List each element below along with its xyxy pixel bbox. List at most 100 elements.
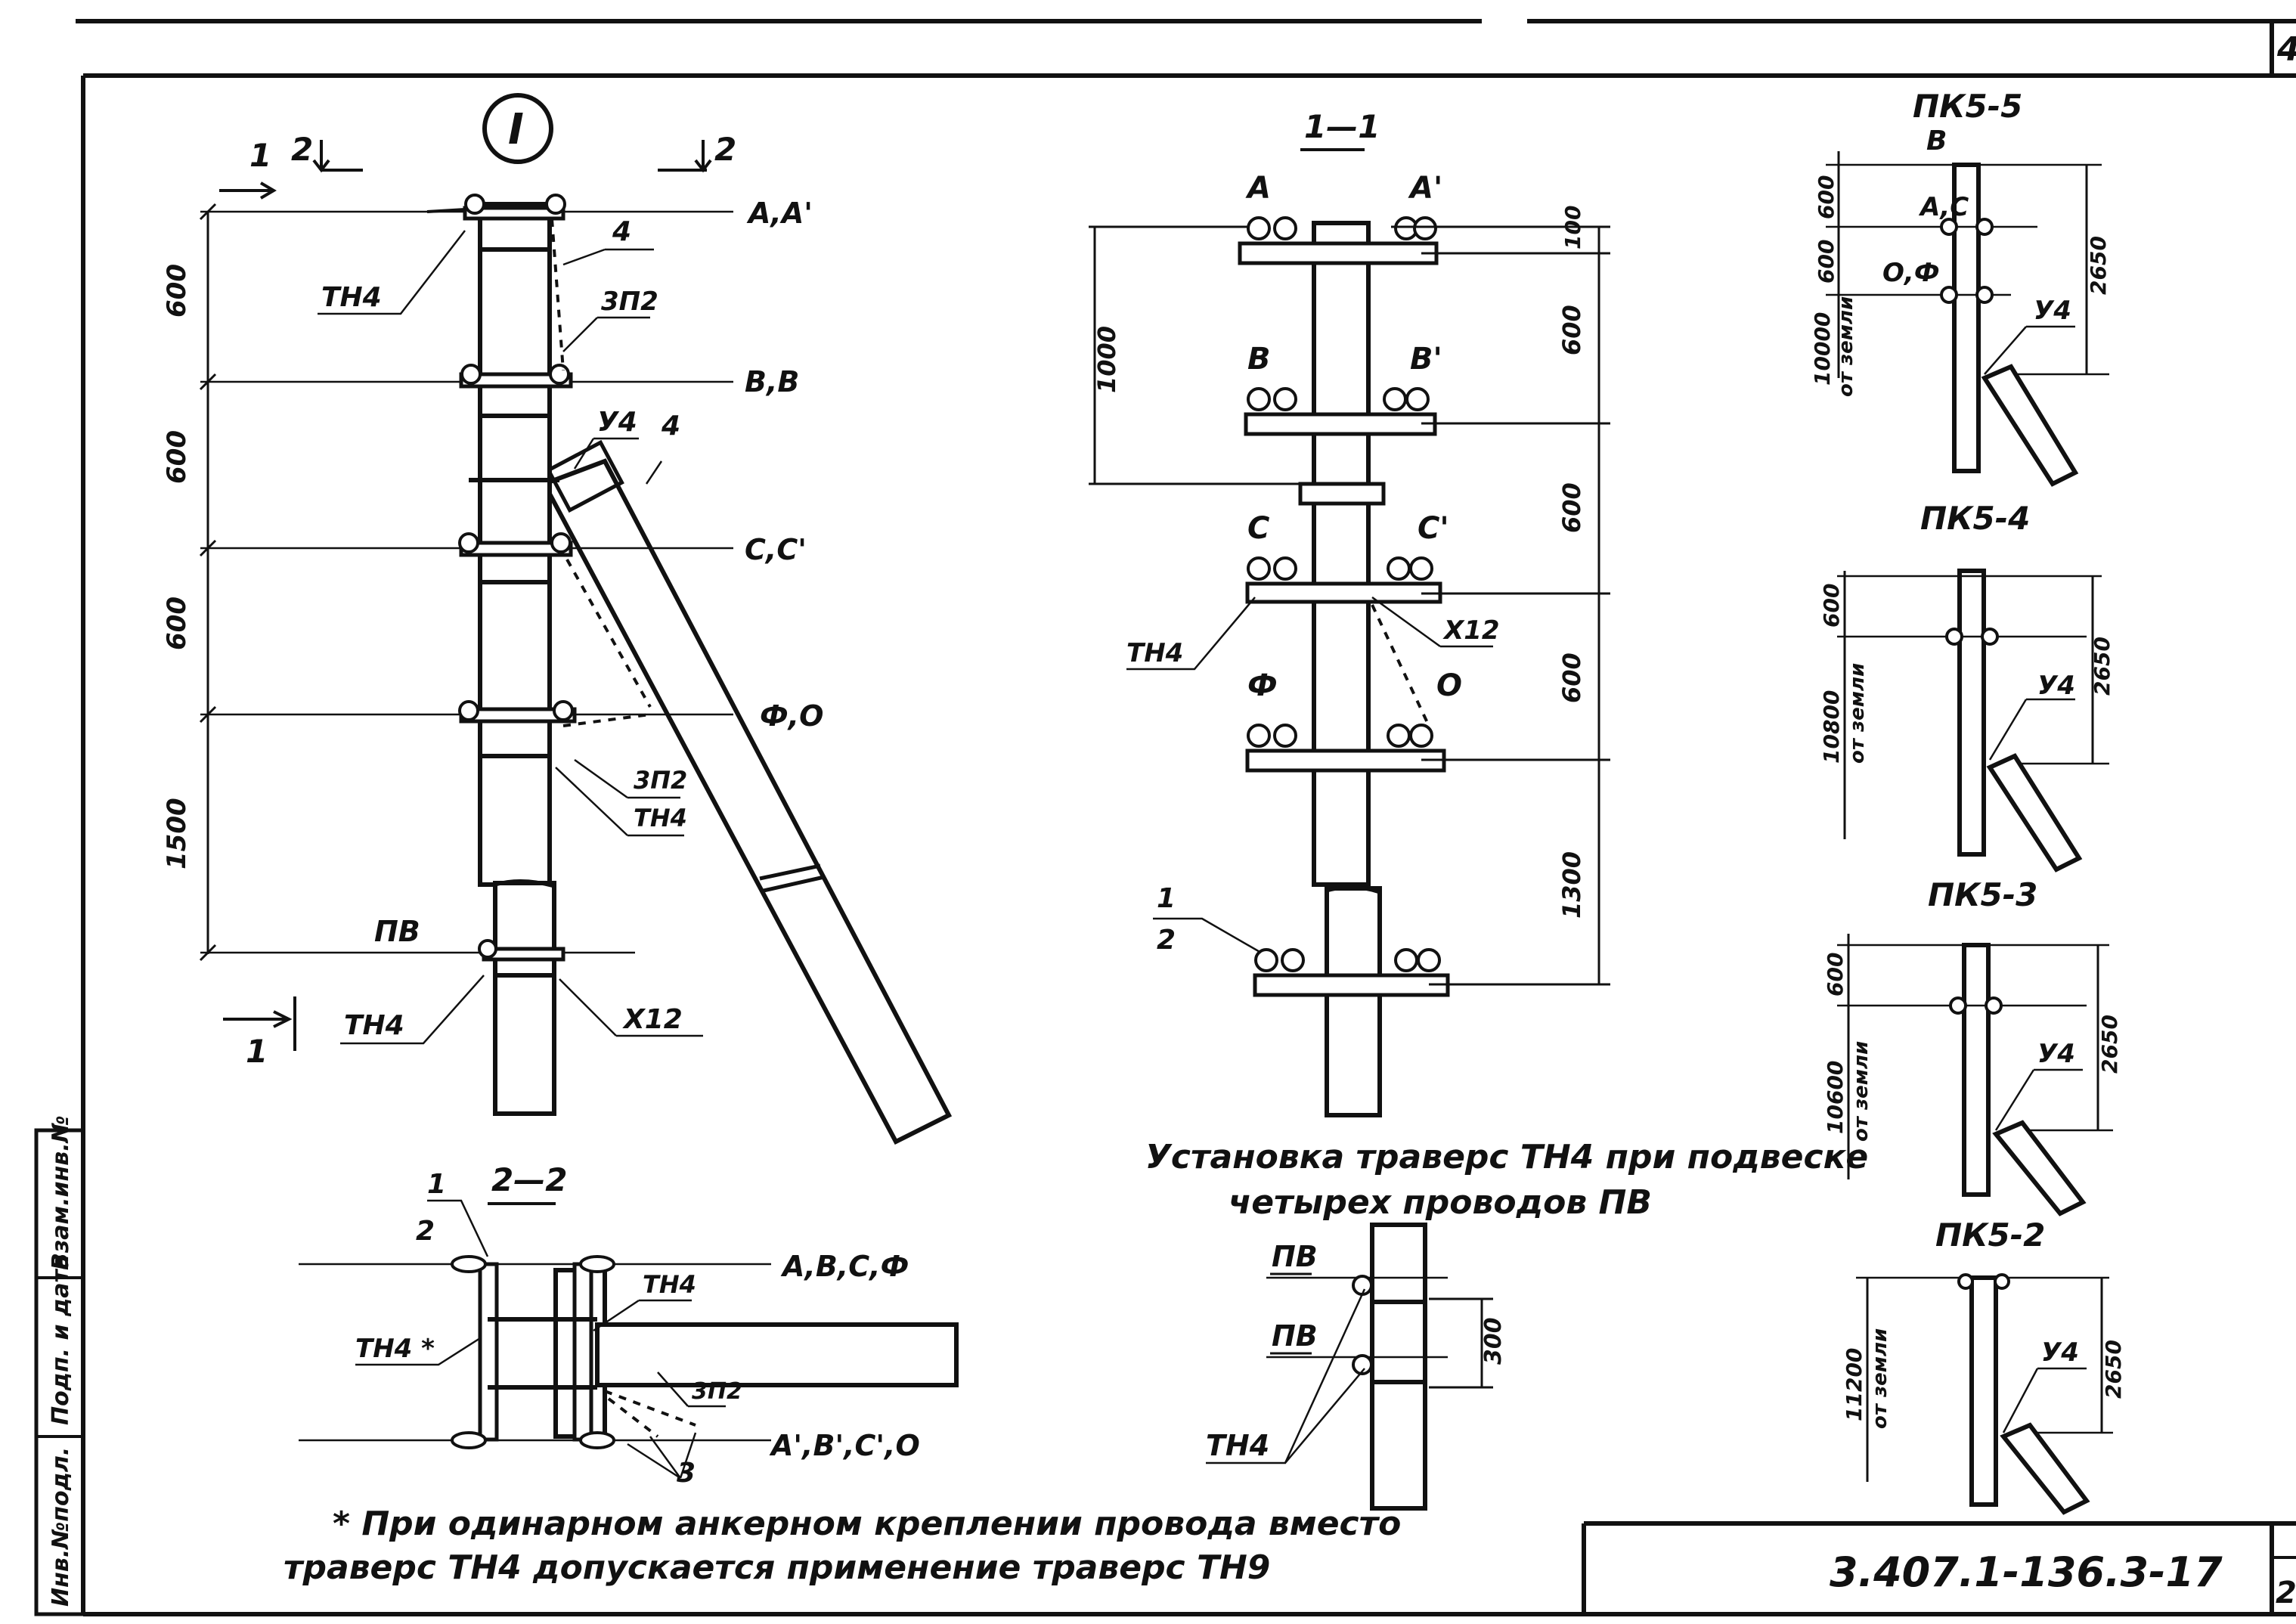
pk5-2-right-dim: 2650 — [2101, 1340, 2126, 1399]
pk5-3-sub: от земли — [1850, 1041, 1873, 1142]
section-1-1-dims — [1089, 225, 1610, 986]
pk5-3-right-dim: 2650 — [2097, 1015, 2122, 1074]
phase-b: В — [1247, 342, 1271, 377]
phase-a: А — [1245, 171, 1271, 206]
pk5-4-right-dim: 2650 — [2090, 637, 2115, 696]
section-1-1-dim-600c: 600 — [1557, 652, 1586, 703]
footnote-line2: траверс ТН4 допускается применение траве… — [284, 1548, 1270, 1587]
section-2-2-label-bottom: А',В',С',О — [769, 1429, 920, 1462]
section-1-1-insulators — [1247, 216, 1441, 972]
section-1-1-pole-upper — [1312, 221, 1371, 887]
stamp-replace-inv: Взам.инв.№ — [48, 1115, 74, 1270]
section-1-1-title: 1—1 — [1304, 108, 1380, 145]
pv-dim-300: 300 — [1480, 1317, 1507, 1365]
callout-th4-top: ТН4 — [321, 282, 382, 313]
pk5-2-title: ПК5-2 — [1935, 1216, 2045, 1254]
footnote: * При одинарном анкерном креплении прово… — [284, 1505, 1401, 1587]
section-1-1-dim-100: 100 — [1560, 206, 1585, 249]
section-1-1-dim-1000: 1000 — [1092, 326, 1121, 393]
main-view: I 1 2 2 1 — [162, 93, 953, 1145]
section-mark-2-right: 2 — [714, 131, 736, 168]
section-mark-1-top: 1 — [249, 137, 271, 174]
wire-level-a — [200, 203, 733, 221]
pole-pk5-4: ПК5-4 У4 600 10800 от земли 2650 — [1819, 500, 2115, 872]
section-2-2-label-top: А,В,С,Ф — [780, 1250, 909, 1283]
section-1-1-callout-x12: Х12 — [1442, 615, 1500, 646]
callout-u4: У4 — [597, 407, 637, 438]
wire-label-f: Ф,О — [760, 699, 823, 733]
section-1-1-callout-1: 1 — [1157, 883, 1176, 914]
callout-x12: Х12 — [622, 1004, 683, 1035]
pk5-5-dim-2: 600 — [1814, 240, 1839, 284]
phase-o: О — [1436, 668, 1462, 703]
section-2-2-title: 2—2 — [491, 1161, 567, 1198]
pk5-5-height: 10000 — [1810, 312, 1835, 386]
pk5-5-label-u4: У4 — [2034, 296, 2071, 326]
pk5-4-title: ПК5-4 — [1920, 500, 2030, 537]
section-1-1-dim-1300: 1300 — [1557, 851, 1586, 919]
pk5-4-height: 10800 — [1819, 690, 1844, 764]
pole-pk5-3: ПК5-3 У4 600 10600 от земли 2650 — [1823, 876, 2122, 1216]
pv-arrangement: Установка траверс ТН4 при подвеске четыр… — [1145, 1138, 1868, 1511]
main-dim-1: 600 — [162, 264, 192, 318]
pk5-5-sub: от земли — [1835, 296, 1858, 397]
pk5-4-sub: от земли — [1846, 663, 1869, 764]
pv-callout-th4: ТН4 — [1206, 1429, 1269, 1462]
pk5-4-label-u4: У4 — [2037, 671, 2075, 701]
node-mark-circle — [482, 93, 553, 164]
phase-c-prime: С' — [1418, 511, 1449, 546]
main-insulators — [458, 194, 574, 959]
section-2-2-callout-3p2: 3П2 — [692, 1378, 742, 1405]
section-2-2-callout-2: 2 — [416, 1216, 435, 1247]
callout-th4-bottom: ТН4 — [344, 1010, 404, 1041]
main-dim-4: 1500 — [162, 798, 192, 869]
strut — [541, 458, 953, 1145]
pk5-3-title: ПК5-3 — [1928, 876, 2037, 913]
section-2-2-callout-th4-star: ТН4 * — [355, 1334, 435, 1364]
section-1-1-dim-600a: 600 — [1557, 305, 1586, 355]
section-2-2: 2—2 А,В,С,Ф А',В',С',О 1 2 ТН4 * ТН4 3П2… — [299, 1161, 959, 1489]
pv-caption-line2: четырех проводов ПВ — [1229, 1183, 1652, 1222]
footnote-line1: * При одинарном анкерном креплении прово… — [333, 1505, 1401, 1543]
pk5-5-title: ПК5-5 — [1913, 88, 2022, 125]
document-code: 3.407.1-136.3-17 — [1830, 1548, 2223, 1596]
main-dim-chain — [199, 203, 217, 962]
pk5-2-height: 11200 — [1842, 1348, 1867, 1421]
pk5-5-label-ac: А,С — [1918, 192, 1969, 222]
pk5-5-label-b: В — [1926, 126, 1947, 157]
node-mark: I — [508, 105, 524, 154]
wire-label-c: С,С' — [745, 533, 807, 566]
pk5-3-dim-1: 600 — [1823, 953, 1848, 996]
section-2-2-callout-th4: ТН4 — [643, 1270, 696, 1299]
callout-4-top: 4 — [612, 216, 631, 247]
main-dim-3: 600 — [162, 597, 192, 650]
callout-th4-mid: ТН4 — [634, 804, 687, 832]
section-mark-1-bottom: 1 — [246, 1033, 268, 1070]
callout-3p2-mid: 3П2 — [634, 766, 687, 795]
pv-caption-line1: Установка траверс ТН4 при подвеске — [1145, 1138, 1868, 1176]
pk5-4-dim-1: 600 — [1819, 584, 1844, 628]
stamp-sign-date: Подп. и дата — [48, 1254, 74, 1425]
pk5-2-sub: от земли — [1869, 1328, 1892, 1429]
pv-label-bottom: ПВ — [1272, 1319, 1318, 1353]
side-stamp: Инв.№подл. Подп. и дата Взам.инв.№ — [34, 1115, 85, 1616]
phase-a-prime: А' — [1408, 171, 1442, 206]
pk5-3-label-u4: У4 — [2037, 1039, 2075, 1069]
main-pole-lower — [493, 881, 556, 1116]
section-1-1-pole-lower — [1325, 886, 1382, 1117]
callout-3p2-top: 3П2 — [601, 287, 658, 317]
wire-label-pv: ПВ — [374, 915, 420, 948]
section-1-1-callout-th4: ТН4 — [1126, 638, 1183, 668]
callout-4-strut: 4 — [661, 411, 680, 442]
pk5-5-label-of: О,Ф — [1882, 258, 1940, 288]
phase-c: С — [1247, 511, 1269, 546]
pk5-3-height: 10600 — [1823, 1061, 1848, 1134]
section-2-2-callout-3: 3 — [677, 1458, 696, 1489]
section-1-1-callout-2: 2 — [1157, 925, 1176, 956]
pole-pk5-5: ПК5-5 В А,С О,Ф У4 600 600 10000 от земл… — [1810, 88, 2111, 487]
phase-f: Ф — [1247, 668, 1278, 703]
wire-label-b: В,В — [745, 365, 799, 398]
stamp-inv-number: Инв.№подл. — [48, 1447, 74, 1607]
pk5-5-right-dim: 2650 — [2086, 236, 2111, 295]
sheet-number: 4 — [2276, 30, 2296, 69]
